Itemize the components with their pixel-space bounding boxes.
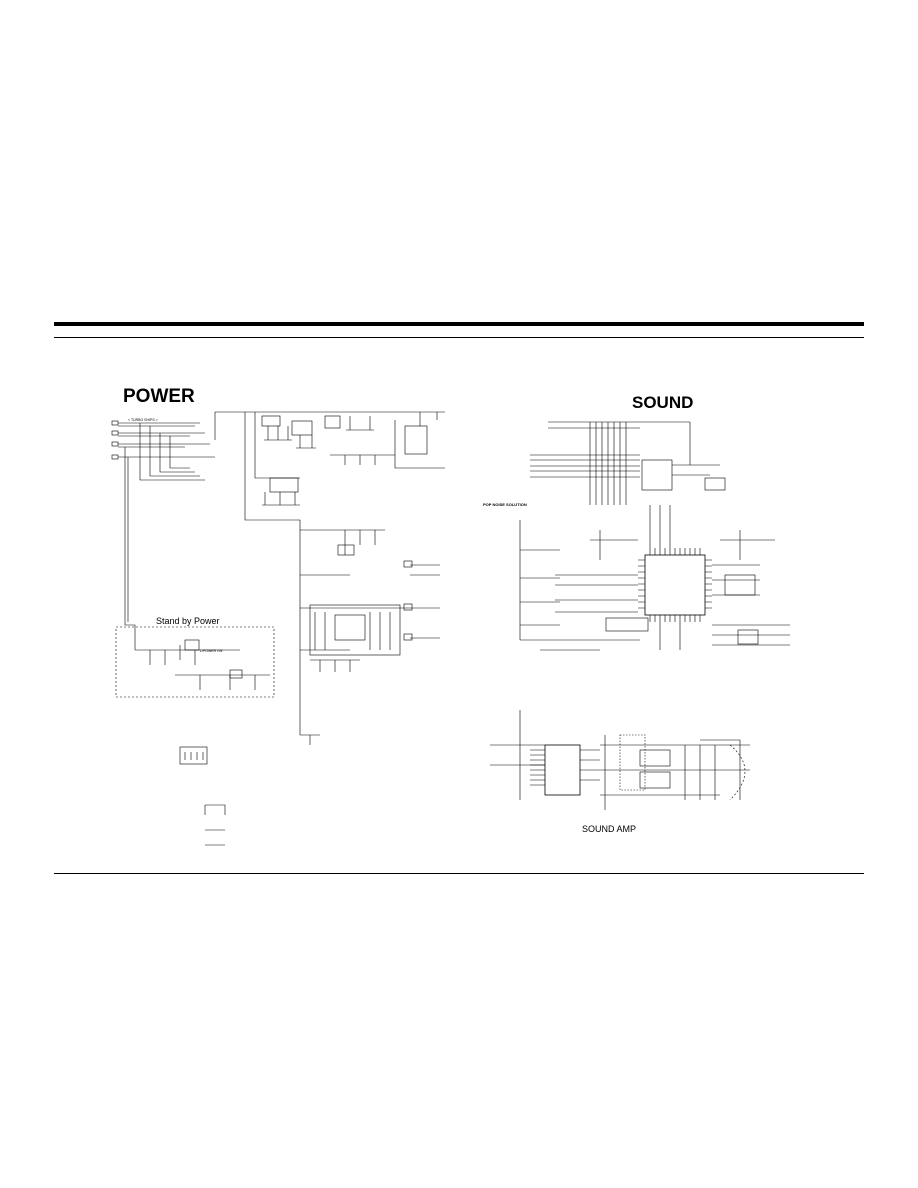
pop-noise-label: POP NOISE SOLUTION [483,502,527,507]
power-schematic [111,411,445,846]
sound-schematic [490,421,790,810]
turbo-ships-label: < TURBO SHIPS > [128,418,158,422]
power-title: POWER [123,386,195,407]
header-rule-thin [54,337,864,338]
footer-rule [54,873,864,874]
standby-power-label: Stand by Power [156,616,220,626]
header-rule-thick [54,322,864,326]
power-connector [111,420,119,460]
sound-amp-label: SOUND AMP [582,824,637,834]
power-on-label: L/POWER ON [200,649,223,653]
sound-title: SOUND [632,393,694,412]
